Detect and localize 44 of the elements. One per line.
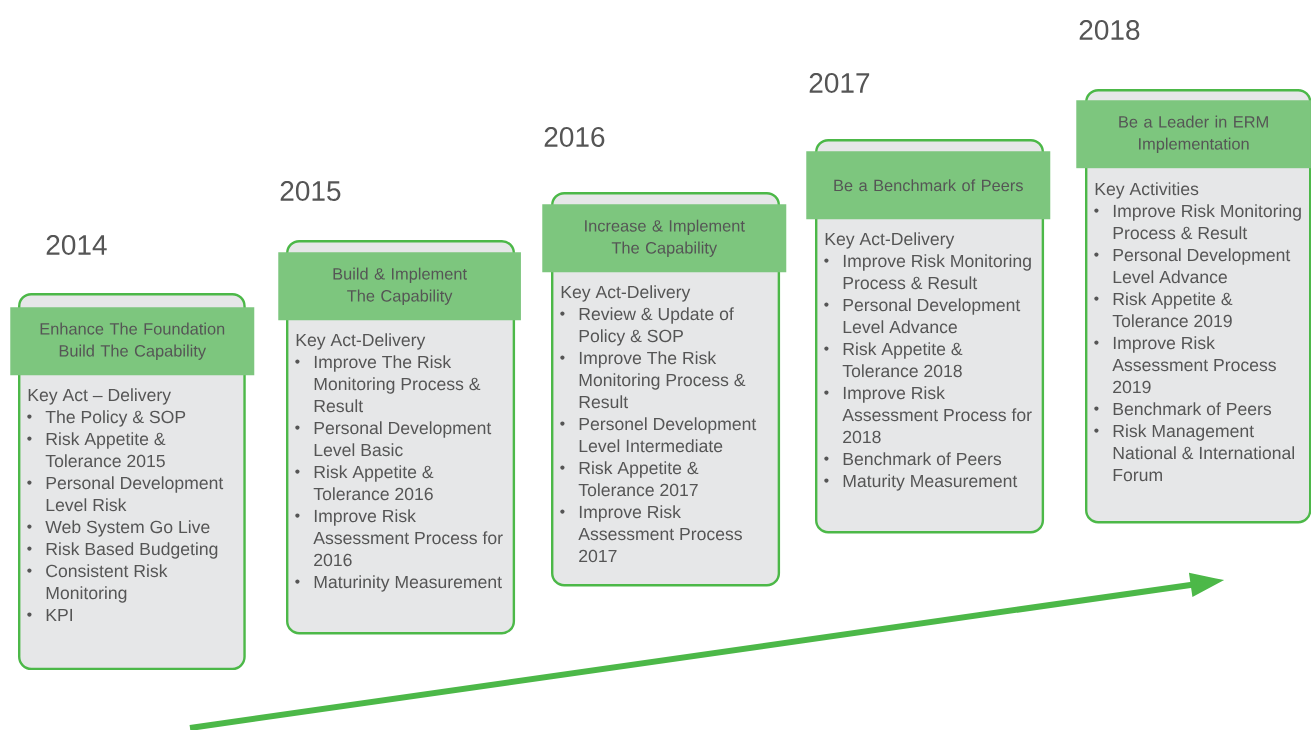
list-item: Risk Appetite & Tolerance 2017: [560, 461, 699, 497]
heading-band: Build & Implement The Capability: [278, 252, 521, 321]
list-heading: Key Act-Delivery: [296, 333, 426, 350]
list-item: Personal Development Level Advance: [824, 298, 1021, 334]
list-item: Risk Appetite & Tolerance 2018: [824, 342, 963, 378]
list-item: Personal Development Level Risk: [27, 476, 224, 512]
list-item: Improve Risk Assessment Process for 2018: [824, 386, 1032, 444]
year-label: 2017: [809, 73, 870, 93]
year-label: 2014: [46, 235, 107, 255]
list-item: Improve Risk Assessment Process 2019: [1094, 336, 1276, 394]
list-item: KPI: [27, 608, 72, 621]
list-item: Consistent Risk Monitoring: [27, 564, 168, 603]
list-item: Risk Appetite & Tolerance 2019: [1094, 292, 1233, 328]
list-item: Personal Development Level Advance: [1094, 248, 1291, 284]
list-heading: Key Act-Delivery: [561, 285, 691, 302]
list-item: Risk Based Budgeting: [27, 542, 218, 559]
year-label: 2016: [544, 127, 605, 147]
list-item: Improve Risk Assessment Process 2017: [560, 505, 742, 563]
list-item: The Policy & SOP: [27, 410, 186, 427]
list-item: Risk Appetite & Tolerance 2015: [27, 432, 166, 468]
list-item: Maturinity Measurement: [295, 575, 502, 592]
list-item: Personel Development Level Intermediate: [560, 417, 757, 453]
list-item: Improve The Risk Monitoring Process & Result: [560, 351, 746, 409]
list-heading: Key Act-Delivery: [825, 232, 955, 249]
list-item: Improve Risk Monitoring Process & Result: [824, 254, 1031, 290]
heading-band: Enhance The Foundation Build The Capability: [10, 307, 255, 376]
list-item: Risk Appetite & Tolerance 2016: [295, 465, 434, 501]
year-label: 2015: [280, 181, 341, 201]
list-item: Web System Go Live: [27, 520, 210, 537]
heading-band: Be a Benchmark of Peers: [806, 151, 1051, 220]
list-item: Improve The Risk Monitoring Process & Result: [295, 355, 481, 413]
list-item: Risk Management National & International Forum: [1094, 424, 1294, 482]
year-label: 2018: [1079, 20, 1140, 40]
list-item: Personal Development Level Basic: [295, 421, 492, 457]
heading-band: Increase & Implement The Capability: [542, 204, 787, 273]
heading-band: Be a Leader in ERM Implementation: [1076, 100, 1311, 169]
list-item: Maturity Measurement: [824, 474, 1018, 491]
list-item: Improve Risk Monitoring Process & Result: [1094, 204, 1301, 240]
list-heading: Key Activities: [1095, 182, 1199, 199]
list-item: Benchmark of Peers: [824, 452, 1002, 466]
list-item: Benchmark of Peers: [1094, 402, 1272, 416]
list-item: Review & Update of Policy & SOP: [560, 307, 734, 346]
list-item: Improve Risk Assessment Process for 2016: [295, 509, 503, 567]
list-heading: Key Act – Delivery: [28, 388, 171, 405]
